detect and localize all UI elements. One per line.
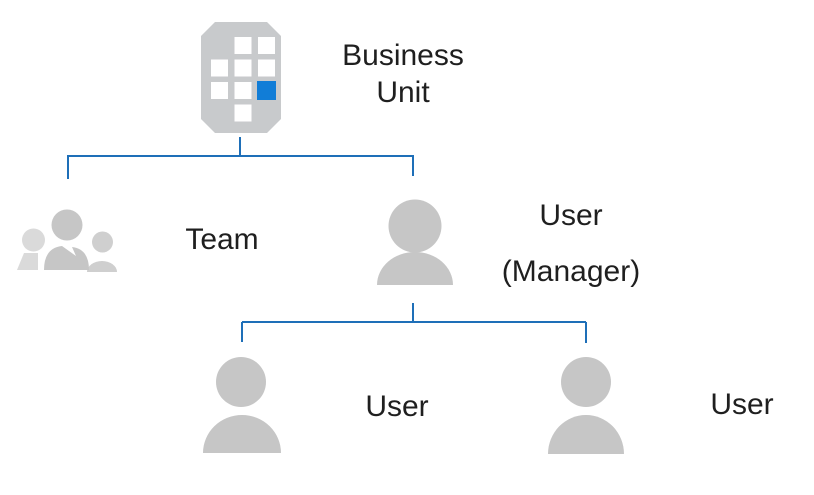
manager-label-line1: User [539, 199, 603, 232]
user-right-label-text: User [710, 388, 774, 421]
user-person-icon [203, 357, 281, 453]
user-person-icon [548, 357, 624, 454]
user-right-label: User [672, 386, 812, 423]
user-person-icon [377, 199, 453, 285]
business-unit-building-icon [201, 22, 281, 133]
business-unit-label: Business Unit [293, 37, 513, 111]
team-people-icon [17, 209, 117, 272]
manager-label: User (Manager) [481, 197, 661, 290]
manager-label-line2: (Manager) [501, 255, 641, 288]
highlighted-unit-square [257, 81, 276, 100]
user-left-label-text: User [365, 390, 429, 423]
team-label: Team [152, 221, 292, 258]
user-left-label: User [327, 388, 467, 425]
business-unit-label-line1: Business [342, 39, 464, 72]
team-label-text: Team [185, 223, 259, 256]
business-unit-label-line2: Unit [376, 76, 430, 109]
